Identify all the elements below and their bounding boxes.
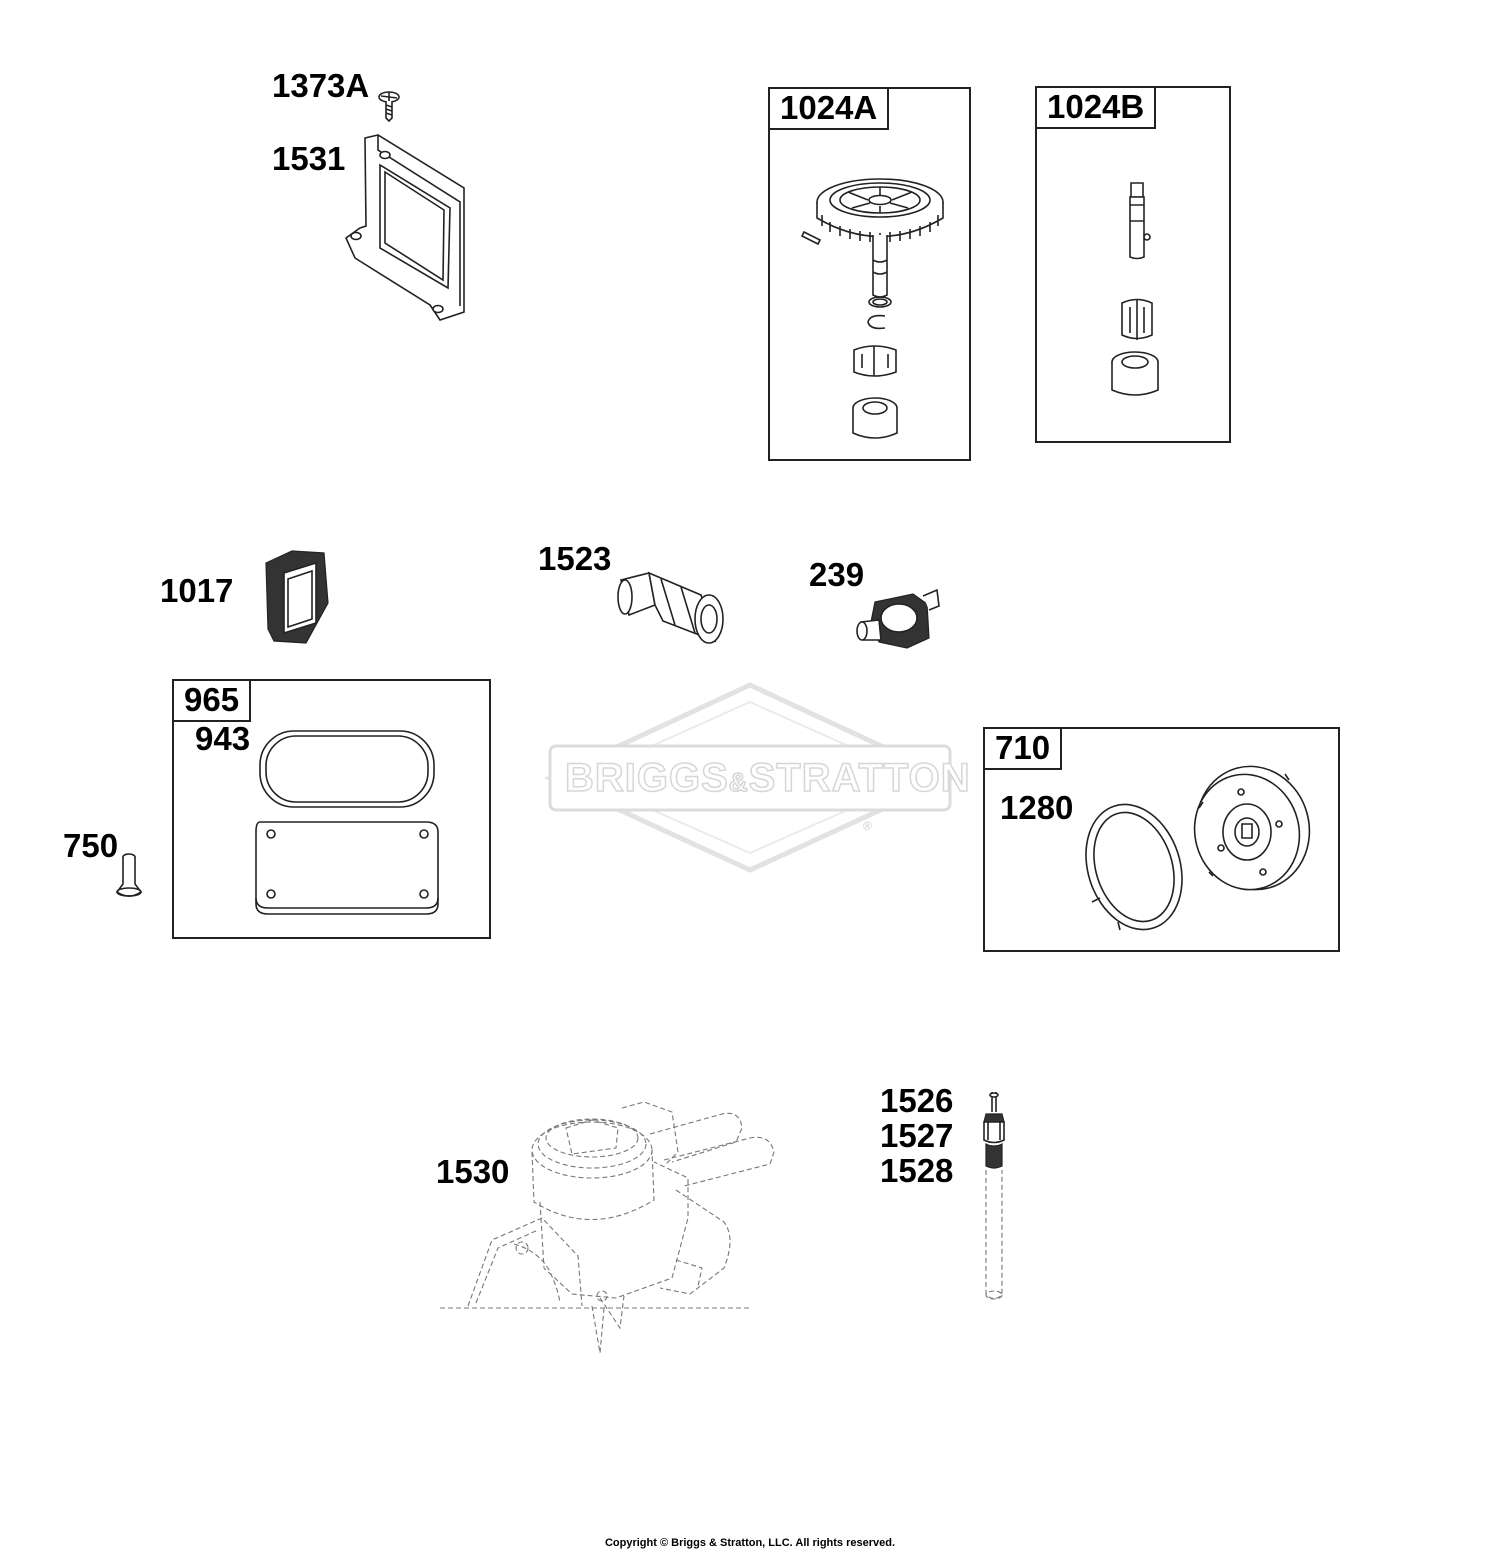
kit-box-965: 965 xyxy=(172,679,491,939)
kit-label-965: 965 xyxy=(172,679,252,722)
watermark-brand: BRIGGS&STRATTON xyxy=(564,755,971,801)
part-label-1530: 1530 xyxy=(436,1153,510,1190)
dipstick-tube-1526-1528 xyxy=(974,1090,1014,1308)
part-label-1531: 1531 xyxy=(272,140,346,177)
pin-750 xyxy=(114,852,144,900)
kit-box-710: 710 xyxy=(983,727,1340,952)
part-label-1528: 1528 xyxy=(880,1152,954,1189)
cover-plate-965 xyxy=(246,818,446,916)
bracket-1531 xyxy=(340,130,470,325)
fitting-1523 xyxy=(615,565,730,660)
rotor-710 xyxy=(1185,762,1315,894)
gasket-943 xyxy=(256,728,438,810)
part-label-1523: 1523 xyxy=(538,540,612,577)
kit-box-1024a: 1024A xyxy=(768,87,971,461)
registered-mark: ® xyxy=(863,819,872,833)
kit-label-1024b: 1024B xyxy=(1035,86,1157,129)
reed-valve-1017 xyxy=(258,545,338,650)
part-label-1017: 1017 xyxy=(160,572,234,609)
governor-gear-1024a xyxy=(790,140,960,445)
fuel-pump-assembly-1530-phantom xyxy=(440,1098,785,1353)
part-label-1280: 1280 xyxy=(1000,789,1074,826)
part-label-239: 239 xyxy=(809,556,865,593)
copyright-notice: Copyright © Briggs & Stratton, LLC. All … xyxy=(604,1537,896,1549)
kit-label-1024a: 1024A xyxy=(768,87,890,130)
part-label-943: 943 xyxy=(195,720,251,757)
briggs-stratton-logo-watermark: ® xyxy=(545,680,955,875)
part-label-1526: 1526 xyxy=(880,1082,954,1119)
part-label-1373a: 1373A xyxy=(272,67,370,104)
kit-label-710: 710 xyxy=(983,727,1063,770)
oil-pressure-switch-239 xyxy=(855,582,945,657)
part-label-1527: 1527 xyxy=(880,1117,954,1154)
ring-1280 xyxy=(1078,798,1190,936)
screw-1373a xyxy=(377,90,403,122)
part-label-750: 750 xyxy=(63,827,119,864)
governor-shaft-1024b xyxy=(1100,175,1170,405)
kit-box-1024b: 1024B xyxy=(1035,86,1231,443)
